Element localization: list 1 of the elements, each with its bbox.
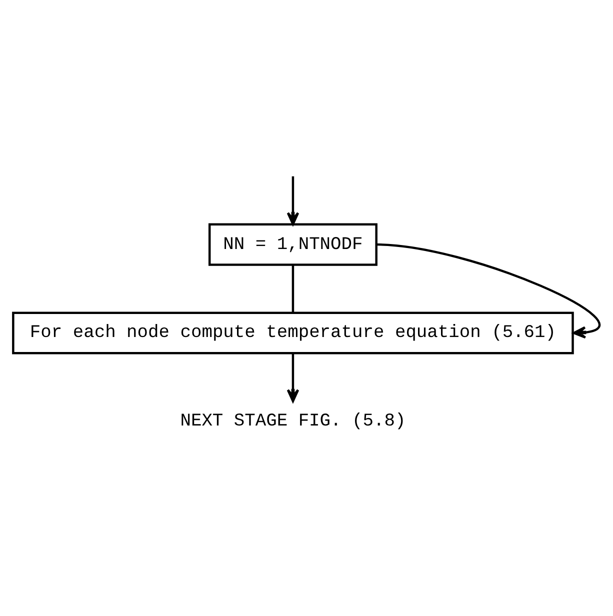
node-text: NEXT STAGE FIG. (5.8) [180, 411, 406, 432]
